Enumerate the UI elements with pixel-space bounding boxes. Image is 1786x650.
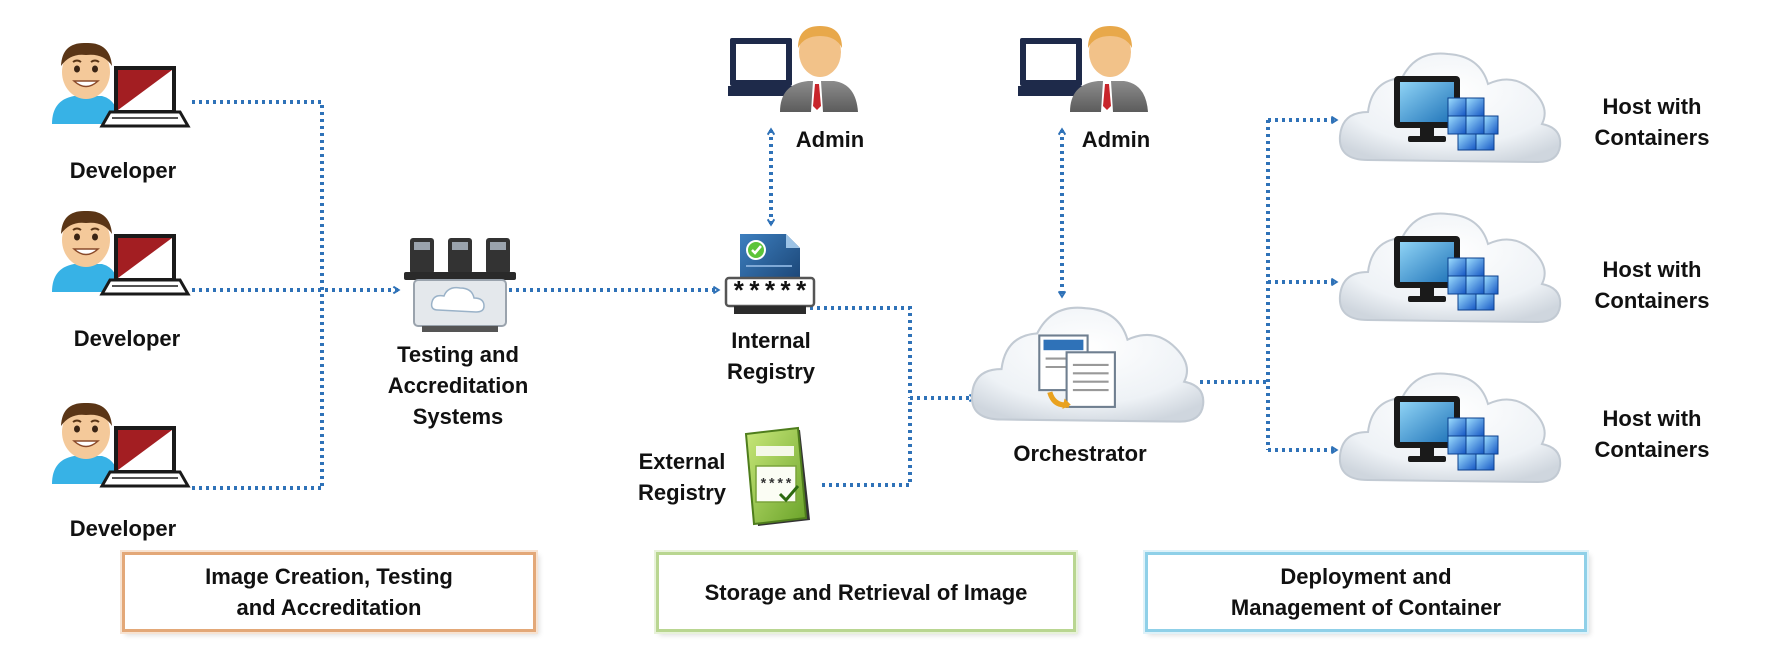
- admin-label: Admin: [1081, 127, 1151, 152]
- server-rack-icon: [404, 238, 516, 332]
- connector-dev1: [192, 100, 324, 488]
- registry-card-icon: ****: [744, 426, 810, 526]
- cloud-documents-icon: [970, 306, 1205, 423]
- section-storage: Storage and Retrieval of Image: [656, 552, 1076, 632]
- developer-icon: [50, 208, 190, 296]
- orchestrator-label: Orchestrator: [1013, 441, 1147, 466]
- admin-label: Admin: [795, 127, 865, 152]
- developer-icon: [50, 40, 190, 128]
- cloud-monitor-cubes-icon: [1340, 54, 1560, 163]
- developer-icon: [50, 400, 190, 488]
- password-document-icon: *****: [724, 234, 816, 314]
- developer-label: Developer: [69, 516, 177, 541]
- connector-external-registry: [822, 398, 912, 487]
- cloud-monitor-cubes-icon: [1340, 374, 1560, 483]
- admin-icon: [1018, 26, 1148, 112]
- connector-internal-registry: [810, 306, 912, 398]
- admin-icon: [728, 26, 858, 112]
- connectors: [192, 100, 1336, 490]
- svg-text:*****: *****: [731, 278, 809, 308]
- developer-label: Developer: [73, 326, 181, 351]
- cloud-monitor-cubes-icon: [1340, 214, 1560, 323]
- developer-label: Developer: [69, 158, 177, 183]
- svg-text:****: ****: [759, 477, 793, 493]
